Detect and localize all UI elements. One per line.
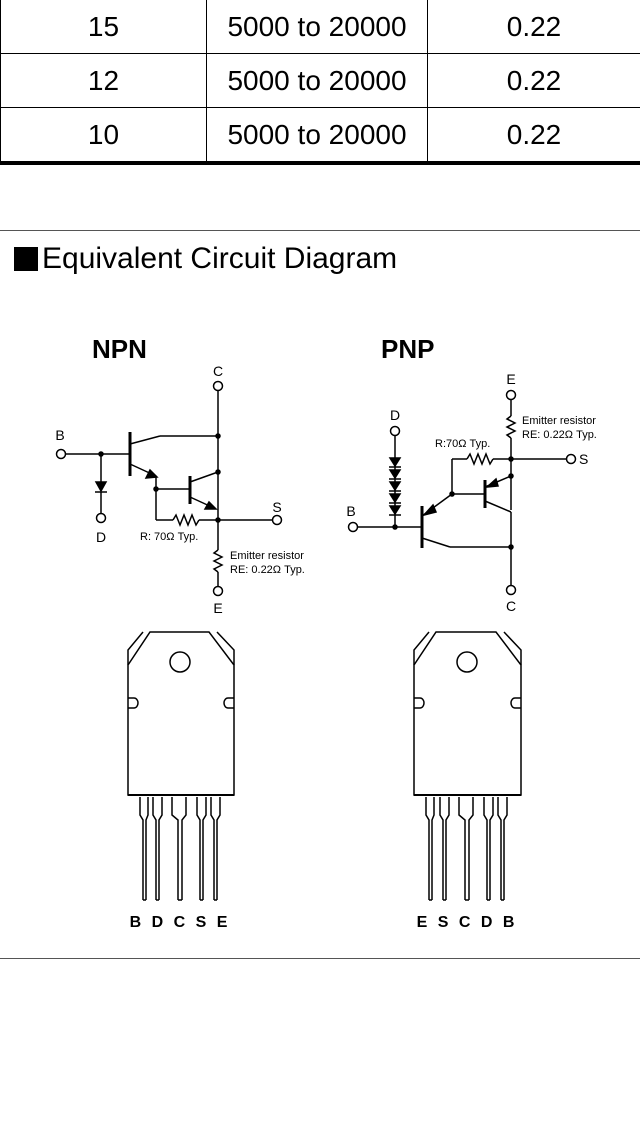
pnp-package: E S C D B (413, 631, 522, 931)
npn-diode-icon (94, 481, 108, 493)
junction-dot (508, 473, 514, 479)
npn-pin-c (171, 797, 187, 901)
junction-dot (215, 469, 221, 475)
npn-emitter-resistor-title: Emitter resistor (230, 550, 304, 562)
section-divider-bottom (0, 958, 640, 959)
pnp-diode-icon (388, 493, 402, 504)
npn-resistor-label: R: 70Ω Typ. (140, 531, 198, 543)
npn-package-corner (216, 631, 235, 665)
pnp-emitter-resistor-title: Emitter resistor (522, 415, 596, 427)
pnp-pin-e (425, 797, 435, 901)
pnp-diode-icon (388, 469, 402, 480)
npn-package: B D C S E (127, 631, 235, 931)
pnp-terminal-d (389, 425, 401, 437)
pnp-resistor-label: R:70Ω Typ. (435, 438, 490, 450)
pnp-emitter-resistor-icon (505, 415, 517, 439)
pnp-diode-icon (388, 481, 402, 492)
npn-pin-e (210, 797, 221, 901)
pnp-mounting-hole-icon (456, 651, 478, 673)
table-cell: 12 (0, 53, 207, 108)
arrow-icon (484, 477, 499, 488)
square-bullet-icon (14, 247, 38, 271)
table-cell: 0.22 (427, 53, 640, 108)
npn-label-e: E (213, 600, 222, 616)
npn-label-b: B (55, 427, 64, 443)
npn-side-notch (128, 697, 139, 709)
pnp-pin-b (497, 797, 508, 901)
npn-terminal-s (271, 514, 283, 526)
pnp-package-outline (413, 631, 522, 796)
pnp-terminal-c (505, 584, 517, 596)
pnp-label-b: B (346, 503, 355, 519)
npn-pinout-label: B D C S E (130, 914, 231, 931)
pnp-circuit: PNP E Emitter resistor RE: 0.22Ω Typ. S … (346, 334, 597, 614)
table-row: 15 5000 to 20000 0.22 (0, 0, 640, 54)
npn-emitter-resistor-icon (212, 549, 224, 573)
pnp-package-corner (413, 631, 430, 665)
table-cell: 10 (0, 107, 207, 165)
arrow-icon (203, 500, 218, 510)
junction-dot (508, 544, 514, 550)
npn-pin-s (196, 797, 207, 901)
table-row: 12 5000 to 20000 0.22 (0, 53, 640, 108)
pnp-pinout-label: E S C D B (417, 914, 518, 931)
pnp-terminal-b (347, 521, 359, 533)
npn-emitter-resistor-value: RE: 0.22Ω Typ. (230, 564, 305, 576)
pnp-side-notch (510, 697, 521, 709)
pnp-label-s: S (579, 451, 588, 467)
pnp-pin-d (483, 797, 494, 901)
pnp-pin-c (458, 797, 474, 901)
npn-label-s: S (272, 499, 281, 515)
arrow-icon (144, 468, 159, 479)
table-cell: 0.22 (427, 0, 640, 54)
table-cell: 5000 to 20000 (206, 0, 428, 54)
pnp-pin-s (439, 797, 450, 901)
npn-pin-b (139, 797, 149, 901)
section-heading: Equivalent Circuit Diagram (14, 242, 397, 276)
npn-circuit: NPN C B D (55, 334, 305, 616)
npn-pin-d (152, 797, 163, 901)
equivalent-circuit-diagram: NPN C B D (55, 334, 597, 931)
pnp-side-notch (414, 697, 425, 709)
pnp-label-c: C (506, 598, 516, 614)
npn-label-d: D (96, 529, 106, 545)
npn-terminal-c (212, 380, 224, 392)
pnp-label-d: D (390, 407, 400, 423)
npn-q2-collector (189, 471, 219, 483)
table-cell: 5000 to 20000 (206, 53, 428, 108)
section-divider-top (0, 230, 640, 231)
pnp-diode-icon (388, 505, 402, 516)
pnp-title: PNP (381, 334, 434, 364)
npn-terminal-e (212, 585, 224, 597)
table-cell: 15 (0, 0, 207, 54)
pnp-terminal-e (505, 389, 517, 401)
npn-package-outline (127, 631, 235, 796)
pnp-q2-collector (484, 500, 512, 513)
npn-mounting-hole-icon (169, 651, 191, 673)
pnp-q1-collector (421, 537, 451, 548)
pnp-resistor-icon (466, 451, 494, 467)
table-row: 10 5000 to 20000 0.22 (0, 107, 640, 165)
table-cell: 5000 to 20000 (206, 107, 428, 165)
table-cell: 0.22 (427, 107, 640, 165)
npn-resistor-icon (172, 512, 200, 528)
pnp-emitter-resistor-value: RE: 0.22Ω Typ. (522, 429, 597, 441)
arrow-icon (421, 503, 438, 517)
npn-terminal-d (95, 512, 107, 524)
npn-q1-collector (129, 435, 161, 445)
section-title: Equivalent Circuit Diagram (42, 242, 398, 275)
pnp-terminal-s (565, 453, 577, 465)
pnp-package-corner (503, 631, 522, 665)
pnp-diode-icon (388, 457, 402, 468)
npn-side-notch (223, 697, 234, 709)
pnp-label-e: E (506, 371, 515, 387)
npn-label-c: C (213, 363, 223, 379)
npn-title: NPN (92, 334, 147, 364)
npn-terminal-b (55, 448, 67, 460)
spec-table: 15 5000 to 20000 0.22 12 5000 to 20000 0… (0, 0, 640, 165)
npn-package-corner (127, 631, 144, 665)
